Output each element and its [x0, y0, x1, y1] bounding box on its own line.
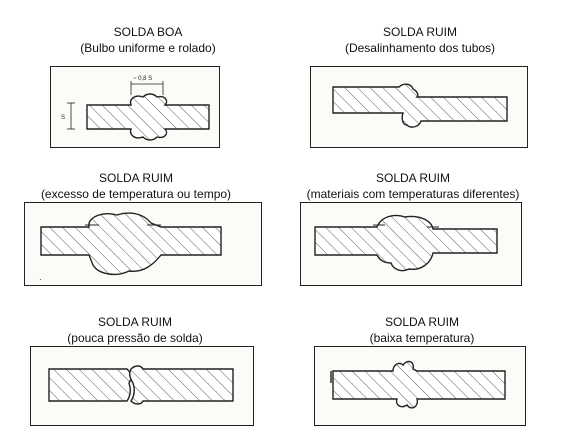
panel-5-subtitle: (pouca pressão de solda) [67, 331, 203, 345]
weld-body [40, 212, 222, 276]
panel-5-caption: SOLDA RUIM (pouca pressão de solda) [5, 314, 265, 346]
dim-top-label: ~ 0,8 S [133, 76, 152, 82]
excess-temperature-weld-drawing [40, 212, 222, 276]
panel-6-diagram [314, 346, 526, 426]
low-pressure-weld-drawing [48, 365, 234, 405]
weld-body-left [48, 368, 132, 402]
dim-side-label: S [61, 115, 65, 121]
good-weld-drawing: ~ 0,8 S S [61, 76, 210, 141]
panel-2-subtitle: (Desalinhamento dos tubos) [344, 41, 496, 55]
panel-4-caption: SOLDA RUIM (materiais com temperaturas d… [283, 170, 543, 202]
panel-1-caption: SOLDA BOA (Bulbo uniforme e rolado) [18, 24, 278, 56]
misaligned-weld-drawing [332, 83, 508, 128]
panel-1-diagram: ~ 0,8 S S [50, 66, 220, 148]
panel-3-diagram: · [24, 202, 262, 286]
panel-5-title: SOLDA RUIM [97, 315, 172, 329]
panel-1-subtitle: (Bulbo uniforme e rolado) [80, 41, 216, 55]
stray-mark: · [39, 275, 42, 284]
weld-body [86, 93, 210, 141]
panel-1-title: SOLDA BOA [113, 25, 183, 39]
panel-3-title: SOLDA RUIM [98, 171, 173, 185]
panel-6-subtitle: (baixa temperatura) [369, 331, 475, 345]
panel-4-subtitle: (materiais com temperaturas diferentes) [306, 187, 520, 201]
panel-3-subtitle: (excesso de temperatura ou tempo) [40, 187, 232, 201]
different-materials-weld-drawing [314, 214, 498, 272]
panel-3-caption: SOLDA RUIM (excesso de temperatura ou te… [6, 170, 266, 202]
panel-2-diagram [310, 66, 528, 148]
panel-4-title: SOLDA RUIM [375, 171, 450, 185]
panel-4-diagram [300, 202, 522, 286]
weld-body [314, 214, 498, 272]
panel-6-title: SOLDA RUIM [384, 315, 459, 329]
weld-body-right [128, 365, 234, 405]
low-temperature-weld-drawing [330, 360, 506, 409]
weld-body [332, 83, 508, 128]
panel-2-title: SOLDA RUIM [382, 25, 457, 39]
panel-6-caption: SOLDA RUIM (baixa temperatura) [292, 314, 552, 346]
panel-5-diagram [30, 346, 254, 426]
weld-body [332, 360, 506, 409]
panel-2-caption: SOLDA RUIM (Desalinhamento dos tubos) [290, 24, 550, 56]
